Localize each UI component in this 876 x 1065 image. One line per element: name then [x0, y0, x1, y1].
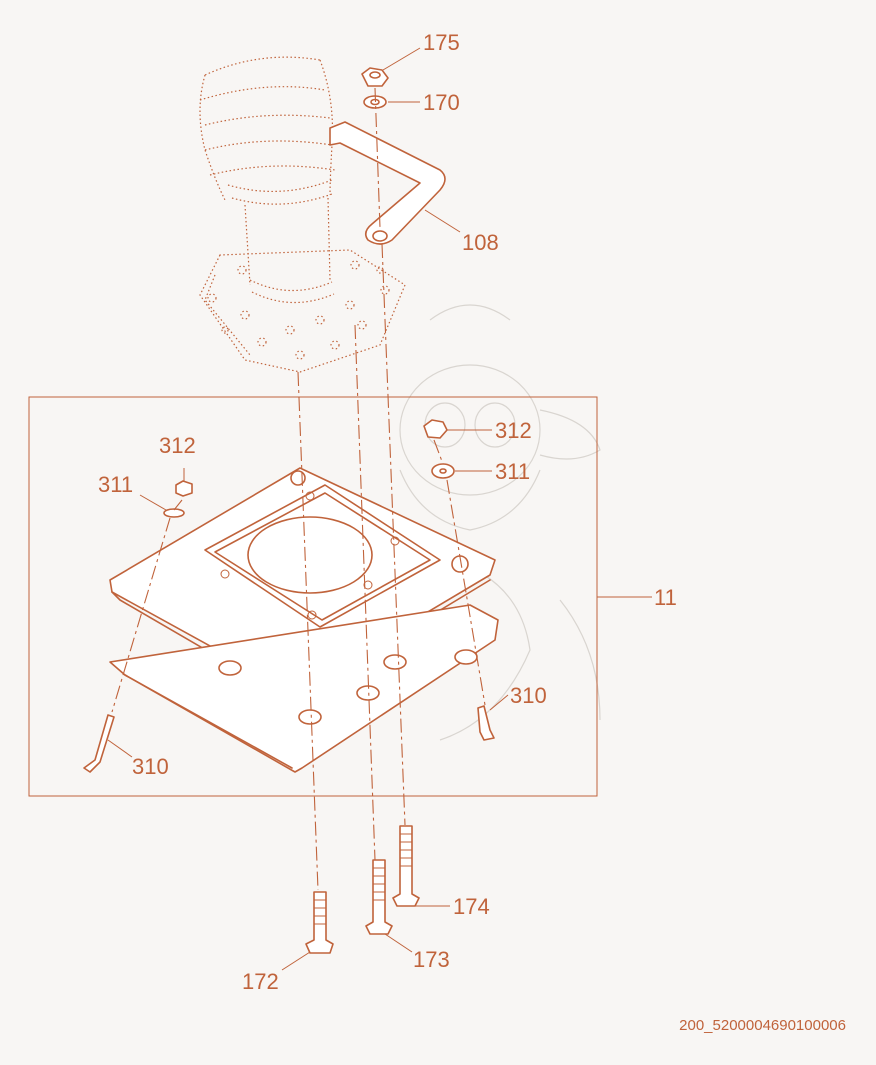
base-plate: [109, 467, 499, 773]
assembly-centerlines: [111, 87, 486, 891]
part-310-screw-left: [83, 714, 115, 773]
drawing-reference-number: 200_5200004690100006: [679, 1017, 846, 1034]
callout-108: 108: [462, 230, 499, 255]
part-312-nut-right: [423, 419, 448, 439]
callout-312-right: 312: [495, 418, 532, 443]
part-108-handle: [329, 121, 446, 245]
callout-173: 173: [413, 947, 450, 972]
part-310-screw-right: [477, 705, 495, 741]
callout-310-left: 310: [132, 754, 169, 779]
callout-174: 174: [453, 894, 490, 919]
callout-172: 172: [242, 969, 279, 994]
part-312-nut-left: [175, 480, 193, 497]
leader-lines: [107, 47, 509, 971]
callout-11: 11: [654, 585, 677, 610]
part-175-nut: [361, 67, 389, 87]
callout-175: 175: [423, 30, 460, 55]
callout-311-left: 311: [98, 472, 133, 497]
part-174-bolt: [392, 825, 420, 907]
callout-311-right: 311: [495, 459, 530, 484]
part-311-washer-left: [163, 508, 185, 518]
part-172-bolt: [305, 891, 334, 954]
callout-170: 170: [423, 90, 460, 115]
bellows-cylinder: [199, 56, 406, 373]
callout-310-right: 310: [510, 683, 547, 708]
part-311-washer-right: [431, 463, 455, 479]
callout-312-left: 312: [159, 433, 196, 458]
part-173-bolt: [365, 859, 393, 935]
